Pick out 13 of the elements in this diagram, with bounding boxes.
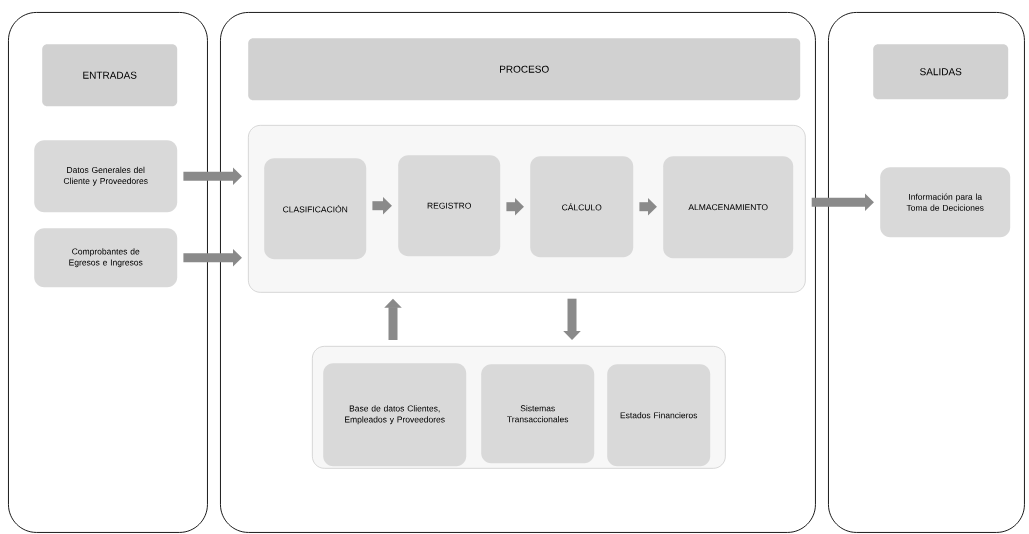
process-box: Información para la Toma de Deciciones (880, 167, 1011, 238)
process-box: REGISTRO (398, 155, 501, 257)
process-box: Estados Financieros (607, 364, 711, 467)
header-box: PROCESO (248, 38, 801, 101)
process-box: Datos Generales del Cliente y Proveedores (34, 140, 178, 213)
header-box: ENTRADAS (42, 44, 178, 107)
process-box: Comprobantes de Egresos e Ingresos (34, 228, 178, 288)
header-box: SALIDAS (873, 44, 1009, 100)
process-box: CÁLCULO (530, 156, 634, 258)
process-box: Sistemas Transaccionales (481, 364, 595, 464)
process-box: CLASIFICACIÓN (264, 158, 367, 260)
process-box: ALMACENAMIENTO (663, 156, 794, 259)
process-box: Base de datos Clientes, Empleados y Proveedores (323, 363, 467, 467)
